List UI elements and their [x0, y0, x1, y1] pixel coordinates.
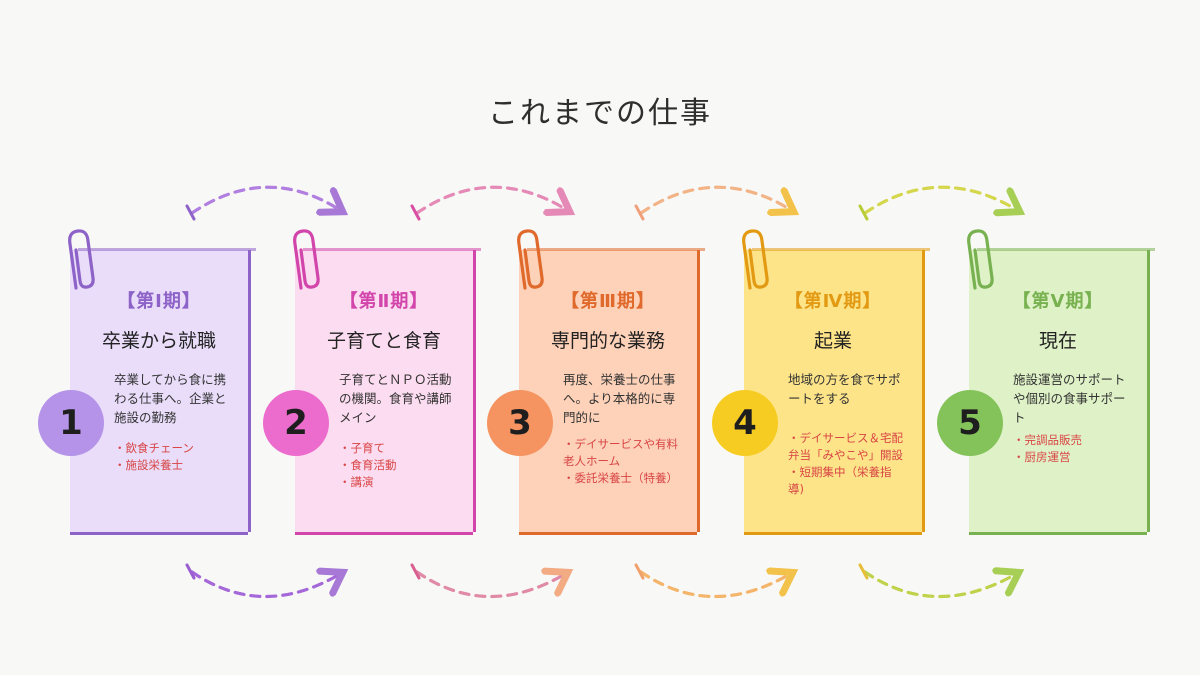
stage-item: ・完調品販売 — [1013, 433, 1082, 447]
stage-description: 地域の方を食でサポートをする — [788, 372, 901, 406]
stage-card-2: 【第Ⅱ期】 子育てと食育 子育てとＮＰＯ活動の機関。食育や講師メイン ・子育て・… — [263, 229, 481, 535]
stage-phase: 専門的な業務 — [550, 330, 665, 352]
page-title: これまでの仕事 — [488, 96, 712, 131]
paperclip-icon — [517, 229, 544, 290]
stage-number-badge: 2 — [263, 390, 329, 456]
stage-item: ・食育活動 — [339, 458, 397, 472]
stage-card-4: 【第Ⅳ期】 起業 地域の方を食でサポートをする ・デイサービス＆宅配 弁当「みや… — [712, 229, 930, 535]
stage-period: 【第Ⅴ期】 — [1012, 291, 1104, 312]
stage-item: ・子育て — [339, 441, 385, 455]
stage-card-5: 【第Ⅴ期】 現在 施設運営のサポートや個別の食事サポート ・完調品販売・厨房運営… — [937, 229, 1155, 535]
stage-number-badge: 3 — [487, 390, 553, 456]
stage-phase: 現在 — [1038, 330, 1077, 352]
card-right-edge — [248, 250, 251, 532]
card-top-edge — [527, 248, 705, 251]
stage-items: ・デイサービス＆宅配 弁当「みやこや」開設・短期集中（栄養指 導) — [788, 430, 914, 498]
stage-period: 【第Ⅲ期】 — [560, 291, 655, 312]
card-top-edge — [977, 248, 1155, 251]
stage-item: ・厨房運営 — [1013, 450, 1071, 464]
card-top-edge — [78, 248, 256, 251]
stage-items: ・飲食チェーン・施設栄養士 — [114, 440, 240, 474]
card-top-edge — [752, 248, 930, 251]
stage-period: 【第Ⅰ期】 — [117, 291, 201, 312]
stage-item: ・デイサービス＆宅配 弁当「みやこや」開設 — [788, 431, 903, 462]
stage-number-badge: 1 — [38, 390, 104, 456]
card-bottom-edge — [969, 532, 1147, 535]
stage-card-1: 【第Ⅰ期】 卒業から就職 卒業してから食に携わる仕事へ。企業と施設の勤務 ・飲食… — [38, 229, 256, 535]
stage-description: 施設運営のサポートや個別の食事サポート — [1013, 372, 1126, 425]
paperclip-icon — [68, 229, 95, 290]
paperclip-icon — [742, 229, 769, 290]
card-top-edge — [303, 248, 481, 251]
stage-phase: 卒業から就職 — [101, 330, 216, 352]
stage-description: 再度、栄養士の仕事へ。より本格的に専門的に — [563, 372, 676, 425]
card-right-edge — [1147, 250, 1150, 532]
card-bottom-edge — [70, 532, 248, 535]
stage-description: 卒業してから食に携わる仕事へ。企業と施設の勤務 — [114, 372, 227, 425]
stage-card-3: 【第Ⅲ期】 専門的な業務 再度、栄養士の仕事へ。より本格的に専門的に ・デイサー… — [487, 229, 705, 535]
stage-period: 【第Ⅳ期】 — [784, 291, 882, 312]
card-bottom-edge — [744, 532, 922, 535]
stage-items: ・完調品販売・厨房運営 — [1013, 432, 1139, 466]
stage-item: ・講演 — [339, 475, 374, 489]
stage-items: ・子育て・食育活動・講演 — [339, 440, 465, 491]
stage-phase: 子育てと食育 — [326, 330, 441, 352]
stage-item: ・デイサービスや有料 老人ホーム — [563, 437, 678, 468]
stage-items: ・デイサービスや有料 老人ホーム・委託栄養士（特養） — [563, 436, 689, 487]
stage-item: ・飲食チェーン — [114, 441, 194, 455]
stage-description: 子育てとＮＰＯ活動の機関。食育や講師メイン — [339, 372, 452, 425]
card-right-edge — [922, 250, 925, 532]
stage-item: ・短期集中（栄養指 導) — [788, 465, 892, 496]
stage-period: 【第Ⅱ期】 — [339, 291, 429, 312]
paperclip-icon — [967, 229, 994, 290]
card-right-edge — [697, 250, 700, 532]
stage-number-badge: 5 — [937, 390, 1003, 456]
card-bottom-edge — [295, 532, 473, 535]
card-right-edge — [473, 250, 476, 532]
stage-item: ・施設栄養士 — [114, 458, 183, 472]
stage-item: ・委託栄養士（特養） — [563, 471, 678, 485]
stage-number-badge: 4 — [712, 390, 778, 456]
card-bottom-edge — [519, 532, 697, 535]
paperclip-icon — [293, 229, 320, 290]
stage-phase: 起業 — [813, 330, 852, 352]
